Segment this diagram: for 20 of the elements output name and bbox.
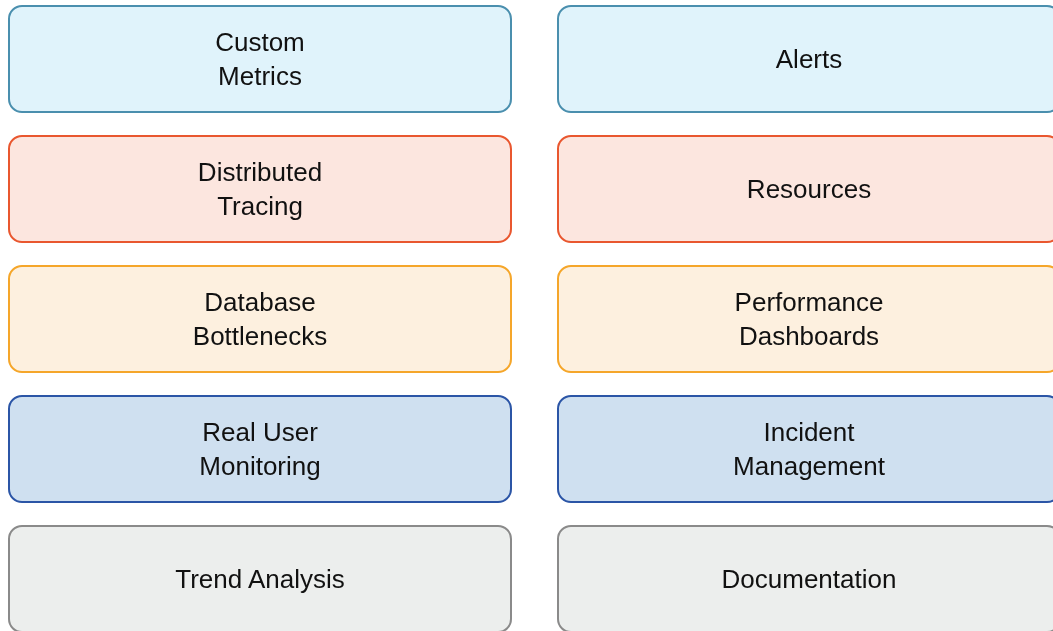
process-box [557,265,1053,373]
box-label: Trend Analysis [175,563,345,596]
process-box [557,5,1053,113]
box-label: Incident Management [732,416,886,483]
box-label: Resources [746,173,872,206]
process-box [557,135,1053,243]
process-box [8,5,512,113]
box-label: Distributed Tracing [196,156,324,223]
process-box [557,395,1053,503]
box-label: Custom Metrics [214,26,306,93]
box-label: Documentation [721,563,897,596]
process-box [8,135,512,243]
process-box [557,525,1053,631]
process-box [8,525,512,631]
process-box [8,395,512,503]
process-box [8,265,512,373]
box-label: Real User Monitoring [198,416,322,483]
box-label: Alerts [775,43,843,76]
box-label: Performance Dashboards [733,286,885,353]
box-label: Database Bottlenecks [191,286,329,353]
